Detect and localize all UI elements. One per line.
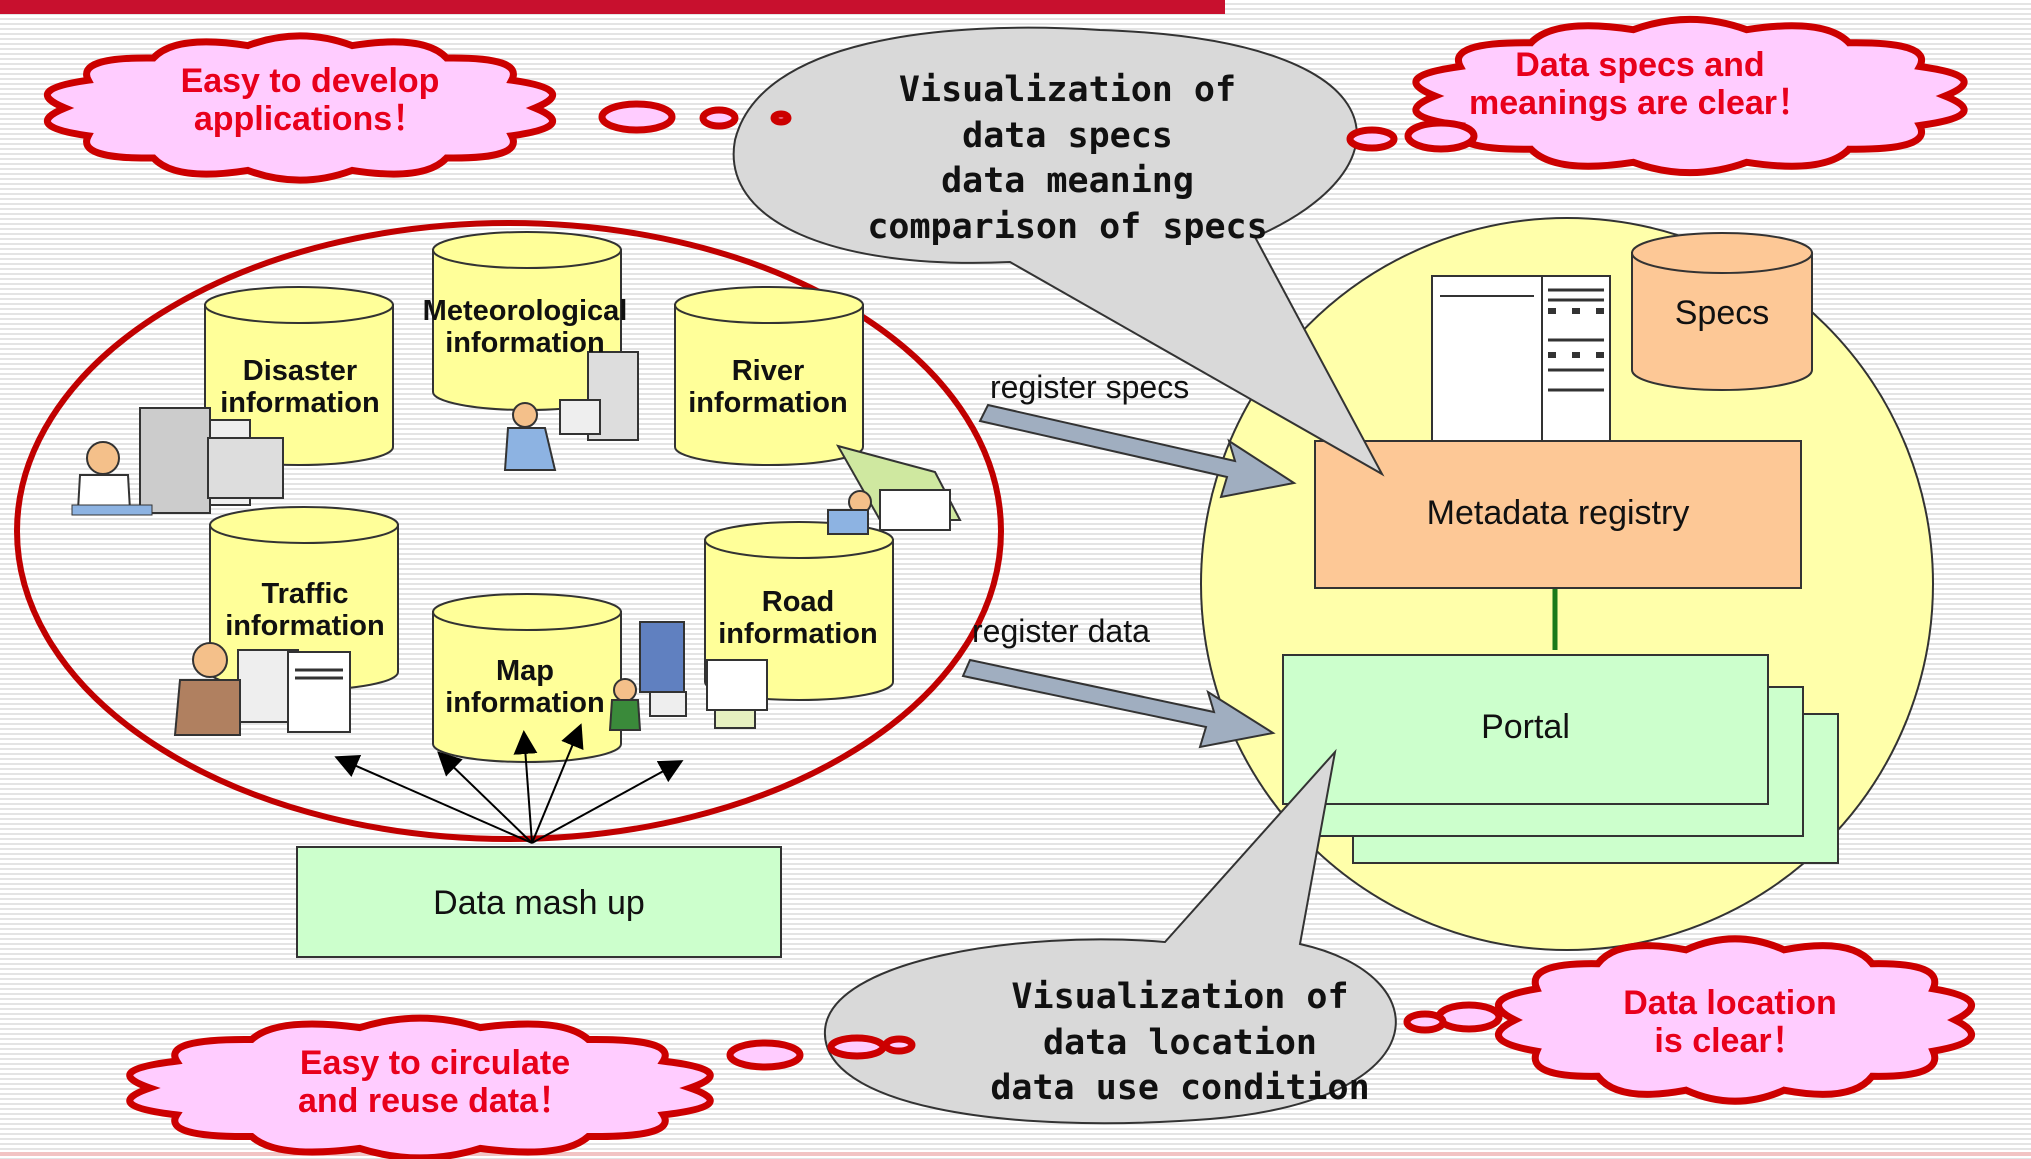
- thought-trail-location-clear: [1403, 1001, 1503, 1034]
- traffic-info-label: Traffic information: [225, 578, 385, 643]
- title-accent-bar: [0, 0, 1225, 14]
- meteorological-info-label: Meteorological information: [422, 295, 628, 360]
- cloud-specs-clear: Data specs and meanings are clear！: [1468, 46, 1812, 123]
- specs-label: Specs: [1674, 294, 1770, 332]
- disaster-office-icon: [71, 407, 284, 516]
- meteorological-office-icon: [503, 351, 639, 471]
- metadata-registry-box: [1314, 440, 1802, 589]
- mashup-arrows: [334, 723, 684, 844]
- data-mash-up-box: [296, 846, 782, 958]
- map-info-label: Map information: [445, 655, 605, 720]
- cloud-shape-location-clear: [1495, 935, 1975, 1105]
- river-database-icon: [674, 286, 864, 466]
- road-info-label: Road information: [718, 586, 878, 651]
- information-sources-ellipse: [14, 220, 1004, 842]
- register-specs-label: register specs: [990, 369, 1190, 405]
- location-bubble-text: Visualization of data location data use …: [990, 977, 1370, 1108]
- registry-server-icon: [1431, 275, 1611, 445]
- cloud-shape-develop: [43, 32, 557, 184]
- location-speech-bubble: [823, 748, 1397, 1125]
- river-office-icon: [827, 444, 962, 535]
- thought-trail-develop: [598, 100, 792, 134]
- traffic-database-icon: [209, 506, 399, 691]
- cloud-location-clear: Data location is clear！: [1623, 984, 1837, 1061]
- disaster-database-icon: [204, 286, 394, 466]
- disaster-info-label: Disaster information: [220, 355, 380, 420]
- meteorological-database-icon: [432, 231, 622, 411]
- portal-label: Portal: [1481, 708, 1570, 746]
- traffic-office-icon: [173, 642, 351, 736]
- thought-trail-circulate: [726, 1034, 916, 1071]
- map-office-icon: [608, 621, 768, 731]
- specs-database-icon: [1631, 232, 1813, 391]
- cloud-easy-circulate: Easy to circulate and reuse data！: [298, 1044, 572, 1121]
- specs-bubble-text: Visualization of data specs data meaning…: [867, 70, 1268, 247]
- footer-line: [0, 1152, 2031, 1156]
- cloud-shape-specs-clear: [1412, 15, 1968, 177]
- river-info-label: River information: [688, 355, 848, 420]
- register-specs-arrow: [978, 403, 1297, 499]
- cloud-shape-circulate: [126, 1014, 714, 1159]
- cloud-easy-develop: Easy to develop applications！: [180, 62, 440, 139]
- register-data-label: register data: [972, 613, 1150, 649]
- data-mash-up-label: Data mash up: [433, 884, 645, 922]
- thought-trail-specs-clear: [1346, 119, 1478, 153]
- portal-box-front: [1282, 654, 1769, 805]
- register-data-arrow: [961, 658, 1276, 749]
- metadata-registry-label: Metadata registry: [1426, 494, 1690, 532]
